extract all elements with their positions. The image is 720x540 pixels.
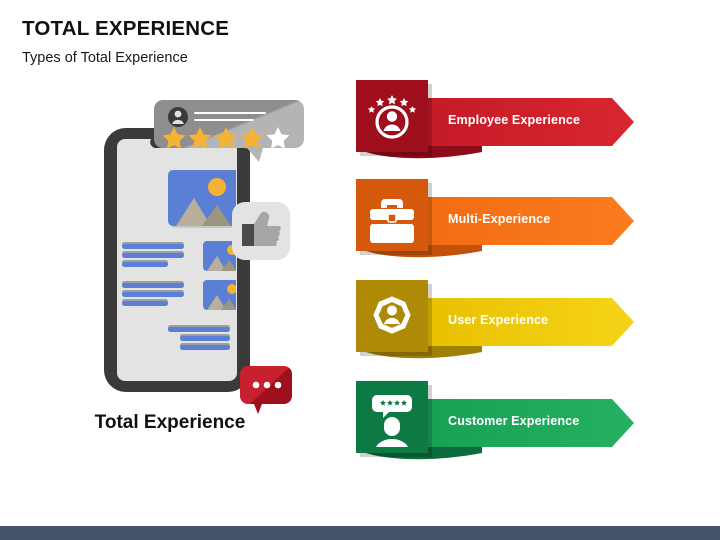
banner-label: User Experience [448,313,549,327]
review-speech-bubble [154,100,304,162]
hero-thumbnail [168,170,236,228]
thumbs-up-badge [232,202,290,260]
content-row-3 [168,325,230,350]
customer-review-icon [372,395,412,447]
experience-type-list: Employee Experience Multi-Experience [350,70,650,485]
page-title: TOTAL EXPERIENCE [22,17,230,40]
briefcase-icon [370,199,414,243]
banner-label: Employee Experience [448,113,581,127]
banner-user-experience[interactable]: User Experience [350,270,650,374]
banner-arrow [420,197,634,245]
avatar [168,107,188,127]
user-octagon-icon [373,296,411,334]
banner-label: Multi-Experience [448,212,551,226]
person-stars-icon [367,95,417,139]
banner-icon-box [356,280,428,352]
banner-customer-experience[interactable]: Customer Experience [350,371,650,475]
content-row-2 [122,280,236,310]
banner-arrow [420,98,634,146]
page-subtitle: Types of Total Experience [22,50,188,66]
banner-employee-experience[interactable]: Employee Experience [350,70,650,174]
banner-arrow [420,298,634,346]
total-experience-illustration: Total Experience [0,0,340,470]
rating-stars [162,127,290,149]
footer-bar [0,526,720,540]
chat-bubble-badge [240,366,292,414]
illustration-caption: Total Experience [94,412,246,433]
banner-multi-experience[interactable]: Multi-Experience [350,169,650,273]
user-octagon-person [384,305,400,324]
banner-label: Customer Experience [448,414,580,428]
banner-arrow [420,399,634,447]
phone-screen-content [122,170,236,350]
